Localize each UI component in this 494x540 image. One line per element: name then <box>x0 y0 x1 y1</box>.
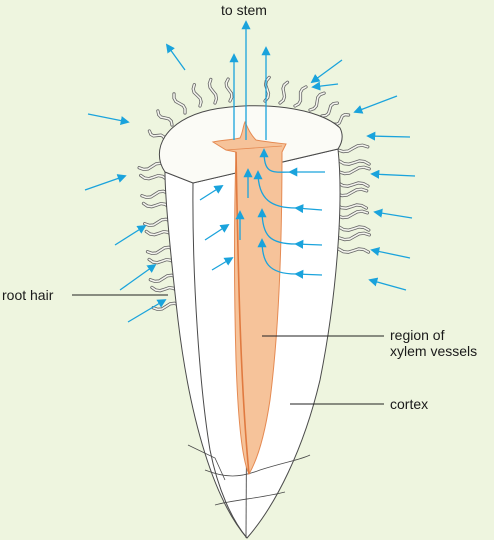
root-hair-core <box>337 248 370 254</box>
root-hair-core <box>145 230 173 236</box>
water-arrow <box>253 170 297 209</box>
root-hair-core <box>335 204 368 210</box>
root-hair-core <box>338 226 370 232</box>
water-arrow <box>119 263 157 291</box>
root-hair-core <box>337 182 369 188</box>
water-arrow <box>84 174 127 191</box>
water-arrow <box>368 277 407 291</box>
label-to-stem: to stem <box>221 2 267 18</box>
label-cortex: cortex <box>390 396 429 412</box>
root-hairs <box>137 75 371 312</box>
root-hair-core <box>143 218 172 227</box>
root-hair-core <box>338 160 370 166</box>
water-arrow <box>370 247 411 259</box>
root-hair-core <box>146 246 175 255</box>
water-arrow <box>366 131 411 141</box>
water-arrow <box>165 43 186 71</box>
water-arrow <box>370 169 416 179</box>
water-flow-arrows <box>84 20 416 323</box>
water-arrow <box>373 208 413 219</box>
water-arrow <box>294 204 323 214</box>
root-hair-core <box>192 83 202 107</box>
root-hair-core <box>225 78 233 102</box>
water-arrow <box>259 148 297 173</box>
leader-lines <box>72 294 384 405</box>
water-arrow <box>353 95 398 114</box>
water-arrow <box>310 59 343 84</box>
root-hair-core <box>337 144 369 153</box>
water-arrow <box>204 224 230 241</box>
root-hair-core <box>148 130 166 141</box>
root-hair-core <box>294 86 307 107</box>
water-arrow <box>127 299 167 323</box>
label-root-hair: root hair <box>2 287 54 303</box>
root-hair-core <box>148 258 176 264</box>
label-region-of-xylem-vessels: region of xylem vessels <box>390 327 477 359</box>
label-region-line1: region of <box>390 327 445 343</box>
water-arrow <box>211 257 234 271</box>
water-arrow <box>114 225 147 246</box>
xylem-region <box>211 120 287 476</box>
water-arrow <box>257 238 297 275</box>
root-hair-core <box>139 174 168 180</box>
water-arrow <box>294 239 323 249</box>
water-arrow <box>294 269 323 279</box>
root-hair-core <box>151 286 179 292</box>
label-region-line2: xylem vessels <box>390 343 478 359</box>
water-arrow <box>311 81 339 91</box>
root-hair-core <box>173 93 186 114</box>
root-hair-core <box>149 274 177 283</box>
root-hair-core <box>336 188 368 197</box>
root-hair-core <box>141 190 169 199</box>
root-hair-core <box>279 81 289 104</box>
root-hair-core <box>208 78 218 104</box>
water-arrow <box>257 208 297 245</box>
water-arrow <box>199 185 224 201</box>
root-hair-core <box>336 210 369 219</box>
water-arrow <box>87 113 130 126</box>
root-hair-core <box>338 232 371 241</box>
root-hair-core <box>338 166 370 175</box>
root-hair-core <box>142 202 170 208</box>
root-hair-core <box>309 92 325 111</box>
root-hair-core <box>157 110 173 126</box>
root-hair-core <box>321 102 339 117</box>
root-hair-core <box>332 113 350 126</box>
